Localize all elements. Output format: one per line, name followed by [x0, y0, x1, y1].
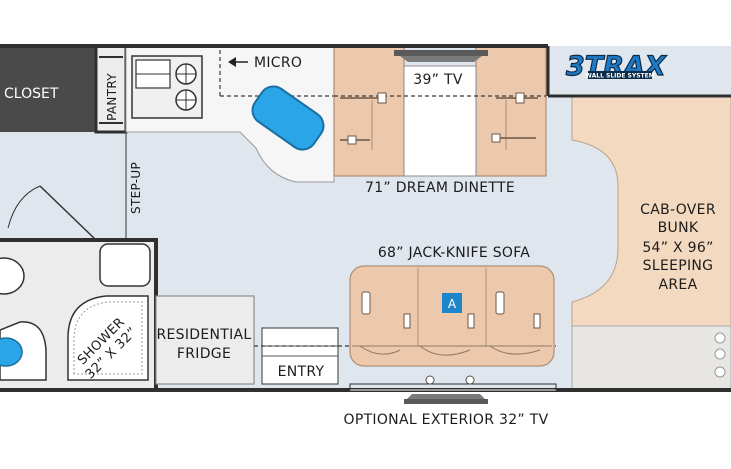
step-up: STEP-UP — [125, 132, 143, 238]
entry-label: ENTRY — [278, 364, 325, 380]
jack-knife-sofa: A 68” JACK-KNIFE SOFA — [349, 245, 555, 367]
sofa-label: 68” JACK-KNIFE SOFA — [378, 245, 530, 261]
step-up-label: STEP-UP — [129, 162, 143, 214]
exterior-tv: OPTIONAL EXTERIOR 32” TV — [344, 394, 549, 428]
exterior-walls — [0, 44, 731, 392]
cab-over-label-5: AREA — [659, 277, 698, 293]
closet: CLOSET — [0, 46, 96, 132]
cab-over-label-2: BUNK — [658, 220, 699, 236]
tv-39: 39” TV — [394, 50, 488, 88]
micro-label: MICRO — [254, 55, 302, 71]
tv-39-label: 39” TV — [413, 72, 463, 88]
microwave: MICRO — [228, 55, 302, 71]
logo-tagline: WALL SLIDE SYSTEM — [585, 73, 654, 80]
kitchen-sink — [251, 85, 325, 151]
dinette-label: 71” DREAM DINETTE — [365, 180, 515, 196]
closet-label: CLOSET — [4, 86, 59, 102]
fridge-label-2: FRIDGE — [177, 346, 231, 362]
cab-over-label-3: 54” X 96” — [642, 240, 713, 256]
sofa-marker-label: A — [448, 297, 457, 311]
dream-dinette: 71” DREAM DINETTE — [333, 45, 547, 196]
cab-over-label-4: SLEEPING — [643, 258, 714, 274]
entry-door: ENTRY — [261, 327, 339, 385]
residential-fridge: RESIDENTIAL FRIDGE — [155, 295, 255, 385]
cab-over-bunk: CAB-OVER BUNK 54” X 96” SLEEPING AREA — [571, 95, 731, 391]
pantry-label: PANTRY — [105, 73, 119, 121]
fridge-label-1: RESIDENTIAL — [156, 327, 251, 343]
pantry: PANTRY — [94, 44, 128, 134]
shower: SHOWER 32” X 32” — [67, 295, 149, 382]
exterior-tv-label: OPTIONAL EXTERIOR 32” TV — [344, 412, 549, 428]
sofa-marker-badge — [442, 293, 462, 313]
3trax-logo: 3TRAX WALL SLIDE SYSTEM — [565, 50, 667, 82]
cab-over-label-1: CAB-OVER — [640, 202, 716, 218]
cooktop — [131, 55, 203, 119]
